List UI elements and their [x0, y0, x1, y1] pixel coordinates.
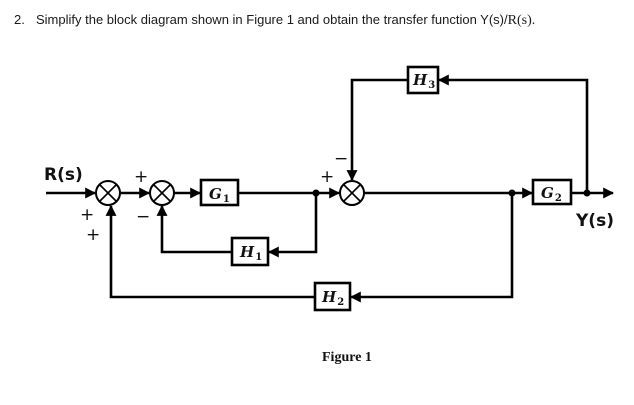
block-g1: G1: [199, 178, 240, 207]
block-h1: H1: [230, 236, 270, 267]
input-label: R(s): [44, 165, 83, 185]
question-body: Simplify the block diagram shown in Figu…: [36, 12, 508, 27]
svg-text:H3: H3: [412, 71, 435, 91]
figure-caption: Figure 1: [322, 350, 372, 365]
wire-h3-out: [346, 78, 408, 182]
s1-input-sign: +: [80, 205, 94, 225]
summing-junction-3: [339, 180, 365, 206]
wire-h1-out: [156, 204, 232, 254]
s1-feedback-sign: +: [86, 225, 100, 245]
wire-h2-in: [349, 193, 514, 303]
s2-input-sign: +: [134, 167, 148, 187]
svg-text:G2: G2: [541, 184, 562, 204]
wire-h3-in: [437, 74, 589, 193]
svg-text:G1: G1: [209, 185, 230, 205]
output-label: Y(s): [575, 211, 614, 231]
svg-text:H2: H2: [321, 288, 344, 308]
question-body-rs: R(s).: [507, 13, 536, 28]
block-h3: H3: [406, 65, 440, 95]
question-text: 2. Simplify the block diagram shown in Fi…: [14, 12, 535, 29]
question-number: 2.: [14, 12, 25, 27]
wire-h1-in: [267, 193, 318, 258]
svg-text:H1: H1: [239, 243, 262, 263]
wire-h2-out: [105, 204, 315, 299]
summing-junction-2: [149, 180, 175, 206]
s3-feedback-sign: −: [334, 149, 348, 169]
s2-feedback-sign: −: [136, 207, 150, 227]
s3-input-sign: +: [320, 167, 334, 187]
summing-junction-1: [95, 180, 121, 206]
block-g2: G2: [531, 178, 573, 206]
block-h2: H2: [313, 281, 352, 312]
